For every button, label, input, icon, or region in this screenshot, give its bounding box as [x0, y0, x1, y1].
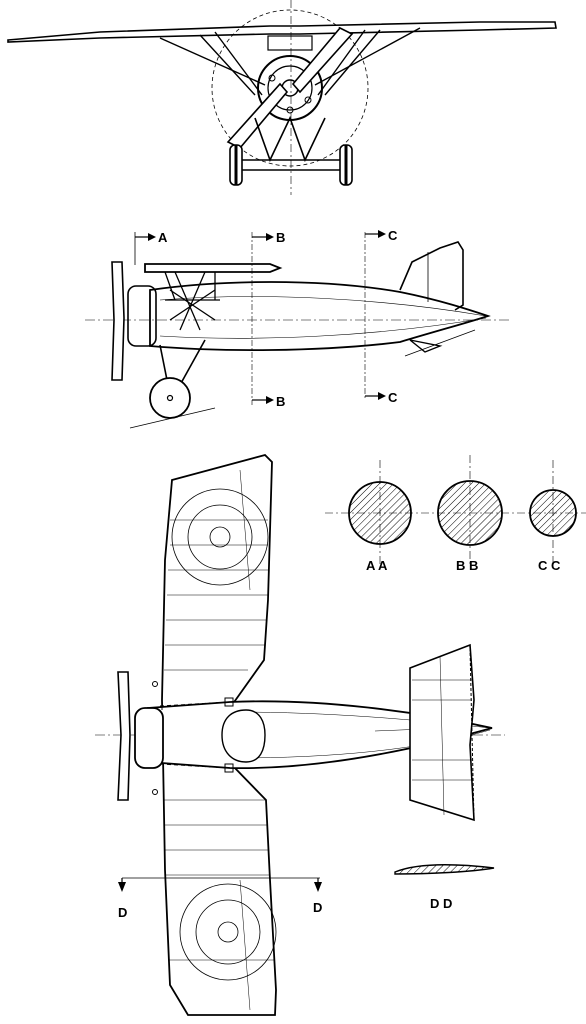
plan-cockpit	[221, 709, 266, 763]
plan-cowling	[134, 707, 164, 769]
section-label-cc: C C	[538, 558, 561, 573]
side-fuselage	[149, 281, 491, 351]
cross-sections: A A B B C C	[325, 455, 586, 573]
front-landing-gear	[238, 115, 348, 171]
front-struts	[159, 27, 421, 96]
section-label-d-right: D	[313, 900, 322, 915]
section-label-dd: D D	[430, 896, 452, 911]
plan-wing-ribs	[164, 469, 274, 1011]
plan-view: D D D D	[95, 453, 505, 1016]
front-view	[7, 0, 557, 195]
plan-propeller	[117, 671, 131, 801]
side-tail-skid	[409, 339, 443, 353]
side-cowling	[127, 285, 157, 347]
section-label-aa: A A	[366, 558, 388, 573]
section-label-bb: B B	[456, 558, 478, 573]
section-label-c-top: C	[388, 228, 398, 243]
plan-roundel-upper	[171, 488, 269, 586]
section-label-d-left: D	[118, 905, 127, 920]
section-dd-airfoil	[394, 864, 495, 875]
section-label-c-bottom: C	[388, 390, 398, 405]
section-aa	[348, 481, 412, 545]
side-struts	[164, 271, 220, 331]
plan-roundel-lower	[179, 883, 277, 981]
side-propeller	[111, 261, 125, 381]
propeller-blade-upper	[291, 27, 354, 94]
section-cc	[529, 489, 577, 537]
side-view: A B B C C	[85, 228, 510, 429]
front-wing	[7, 21, 557, 43]
cabane	[267, 35, 313, 51]
side-wheel	[149, 377, 191, 419]
side-wing	[144, 263, 283, 273]
section-bb	[437, 480, 503, 546]
section-label-a-top: A	[158, 230, 168, 245]
section-label-b-bottom: B	[276, 394, 285, 409]
section-label-b-top: B	[276, 230, 285, 245]
side-tail-fin	[399, 241, 464, 311]
propeller-blade-lower	[226, 82, 289, 149]
propeller-disc	[211, 9, 369, 167]
